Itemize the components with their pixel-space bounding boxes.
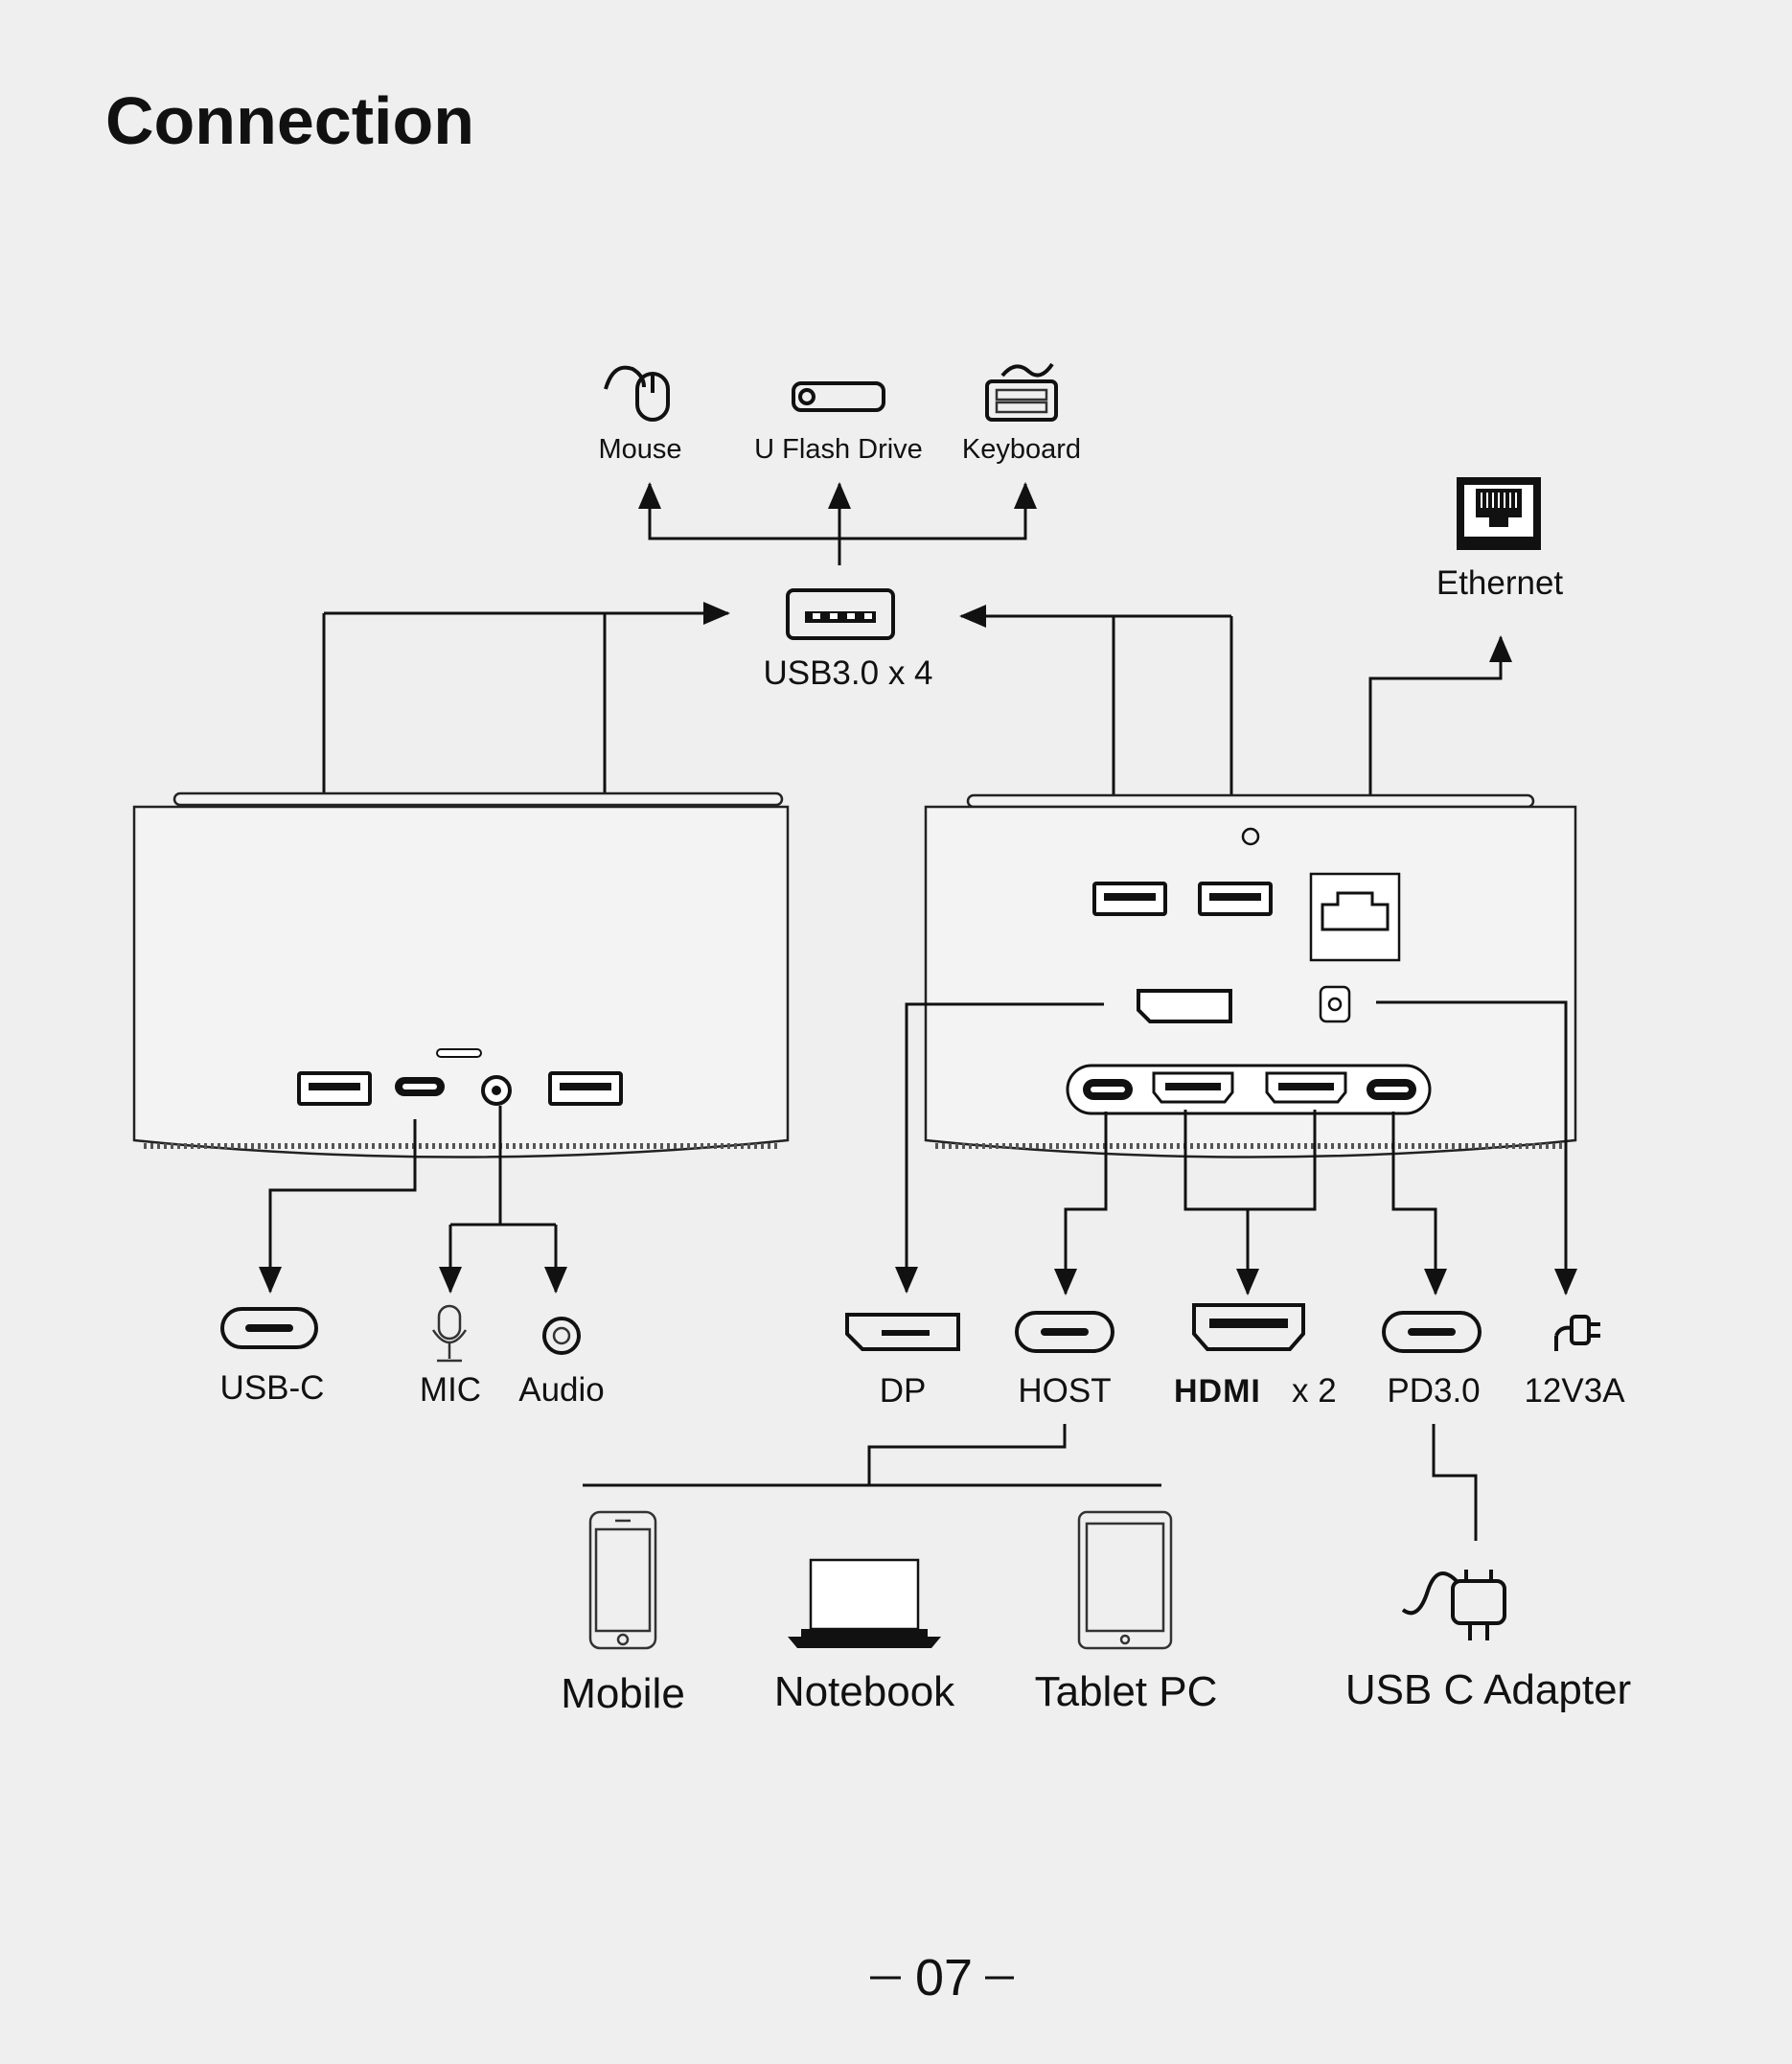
usb-flash-drive-icon	[792, 381, 885, 412]
usb-a-port-icon	[786, 588, 895, 640]
front-port-label-mic: MIC	[420, 1371, 481, 1409]
usb-c-icon	[220, 1307, 318, 1349]
rear-port-label-hdmi: HDMI	[1174, 1373, 1261, 1410]
usb-c-adapter-icon	[1401, 1570, 1506, 1640]
peripheral-label-keyboard: Keyboard	[962, 434, 1081, 465]
dock-rear-view	[924, 793, 1577, 1158]
rear-port-label-dp: DP	[880, 1372, 927, 1410]
pd-usb-c-icon	[1382, 1311, 1482, 1353]
host-usb-c-icon	[1015, 1311, 1114, 1353]
displayport-icon	[845, 1313, 960, 1351]
ethernet-line	[1368, 635, 1512, 851]
host-to-devices-lines	[583, 1424, 1161, 1487]
hdmi-icon	[1192, 1303, 1305, 1351]
rear-port-lines	[895, 1000, 1577, 1296]
tablet-icon	[1077, 1510, 1173, 1650]
usb-to-peripherals-lines	[638, 482, 1037, 565]
rear-port-label-hdmi-count: x 2	[1292, 1372, 1337, 1410]
power-plug-icon	[1554, 1315, 1600, 1351]
device-label-mobile: Mobile	[561, 1670, 685, 1717]
mouse-icon	[604, 365, 670, 422]
page-number: 07	[870, 1949, 1014, 2007]
page-number-text: 07	[915, 1949, 973, 2007]
dock-front-view	[132, 791, 790, 1158]
front-port-label-usb-c: USB-C	[220, 1369, 325, 1407]
mobile-phone-icon	[588, 1510, 657, 1650]
ethernet-port-icon	[1457, 477, 1541, 550]
microphone-icon	[431, 1304, 468, 1363]
device-label-tablet: Tablet PC	[1035, 1668, 1218, 1715]
peripheral-label-flash-drive: U Flash Drive	[754, 434, 923, 465]
front-port-label-audio: Audio	[518, 1371, 605, 1409]
keyboard-icon	[985, 362, 1058, 422]
rear-port-label-host: HOST	[1018, 1372, 1111, 1410]
peripheral-label-mouse: Mouse	[598, 434, 681, 465]
device-label-notebook: Notebook	[774, 1668, 955, 1715]
front-port-lines	[259, 1106, 567, 1294]
page-title: Connection	[105, 83, 474, 158]
ethernet-label: Ethernet	[1436, 564, 1564, 602]
usb-hub-label: USB3.0 x 4	[763, 654, 932, 692]
audio-jack-icon	[542, 1317, 581, 1355]
pd-to-adapter-line	[1432, 1424, 1478, 1541]
notebook-icon	[788, 1558, 941, 1648]
rear-port-label-power: 12V3A	[1524, 1372, 1625, 1410]
adapter-label: USB C Adapter	[1345, 1666, 1631, 1713]
rear-port-label-pd: PD3.0	[1387, 1372, 1480, 1410]
